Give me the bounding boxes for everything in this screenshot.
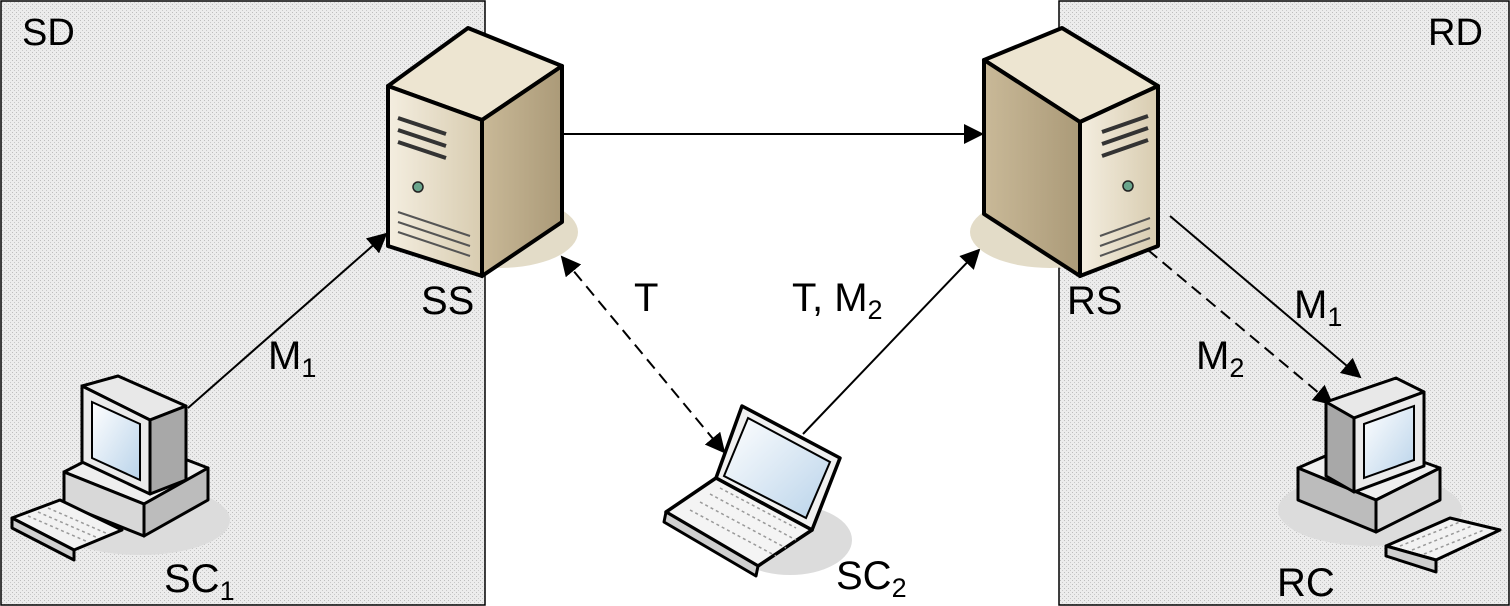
receiver-server-icon bbox=[970, 26, 1160, 278]
receiver-client-icon bbox=[1278, 376, 1502, 574]
sender-client-2-label: SC2 bbox=[836, 554, 907, 603]
edge-label-m1-receiver: M1 bbox=[1294, 283, 1342, 332]
arrow-rs-to-rc-m1 bbox=[1169, 215, 1362, 379]
sender-client-2-laptop-icon bbox=[662, 404, 852, 578]
edge-label-token: T bbox=[634, 276, 658, 320]
arrow-sc1-to-ss bbox=[187, 232, 388, 409]
sender-domain-label: SD bbox=[22, 12, 75, 54]
sender-client-1-icon bbox=[10, 374, 230, 562]
sender-server-icon bbox=[386, 26, 578, 278]
sender-server-label: SS bbox=[421, 279, 474, 323]
arrow-sc2-to-rs bbox=[802, 248, 981, 435]
sender-client-1-label: SC1 bbox=[164, 557, 235, 606]
arrow-ss-sc2-token bbox=[560, 255, 726, 454]
receiver-domain-label: RD bbox=[1428, 12, 1483, 54]
receiver-client-label: RC bbox=[1277, 561, 1335, 605]
edge-label-m1-sender: M1 bbox=[268, 334, 316, 383]
receiver-server-label: RS bbox=[1067, 279, 1123, 323]
edge-label-token-m2: T, M2 bbox=[792, 276, 883, 325]
arrow-rs-to-rc-m2 bbox=[1147, 249, 1334, 406]
edge-label-m2-receiver: M2 bbox=[1196, 334, 1244, 383]
